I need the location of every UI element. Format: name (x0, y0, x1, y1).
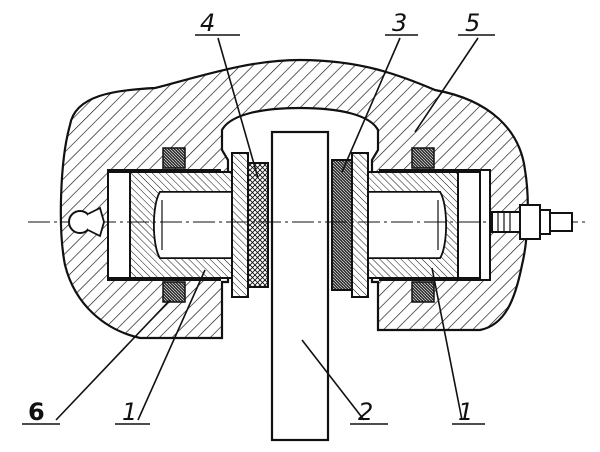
callout-label-2: 2 (358, 398, 373, 426)
right-friction-lining (331, 159, 353, 291)
left-fitting-icon (68, 210, 92, 234)
callout-label-3: 3 (392, 9, 407, 37)
left-friction-lining (247, 162, 269, 288)
right-seal-top (411, 147, 435, 169)
callout-label-4: 4 (200, 9, 215, 37)
bleeder-screw (491, 204, 573, 240)
callout-label-1-right: 1 (458, 398, 473, 426)
left-end-cap (107, 171, 131, 279)
left-piston-hollow (153, 191, 233, 259)
left-seal-top (162, 147, 186, 169)
right-seal-bottom (411, 281, 435, 303)
brake-disc (270, 130, 330, 442)
callout-label-5: 5 (465, 9, 480, 37)
callout-label-1-left: 1 (122, 398, 137, 426)
callout-label-6: 6 (28, 398, 45, 426)
right-pad-backing (351, 152, 369, 298)
left-seal-bottom (162, 281, 186, 303)
left-pad-backing (231, 152, 249, 298)
right-end-cap (457, 171, 481, 279)
right-piston-hollow (367, 191, 447, 259)
